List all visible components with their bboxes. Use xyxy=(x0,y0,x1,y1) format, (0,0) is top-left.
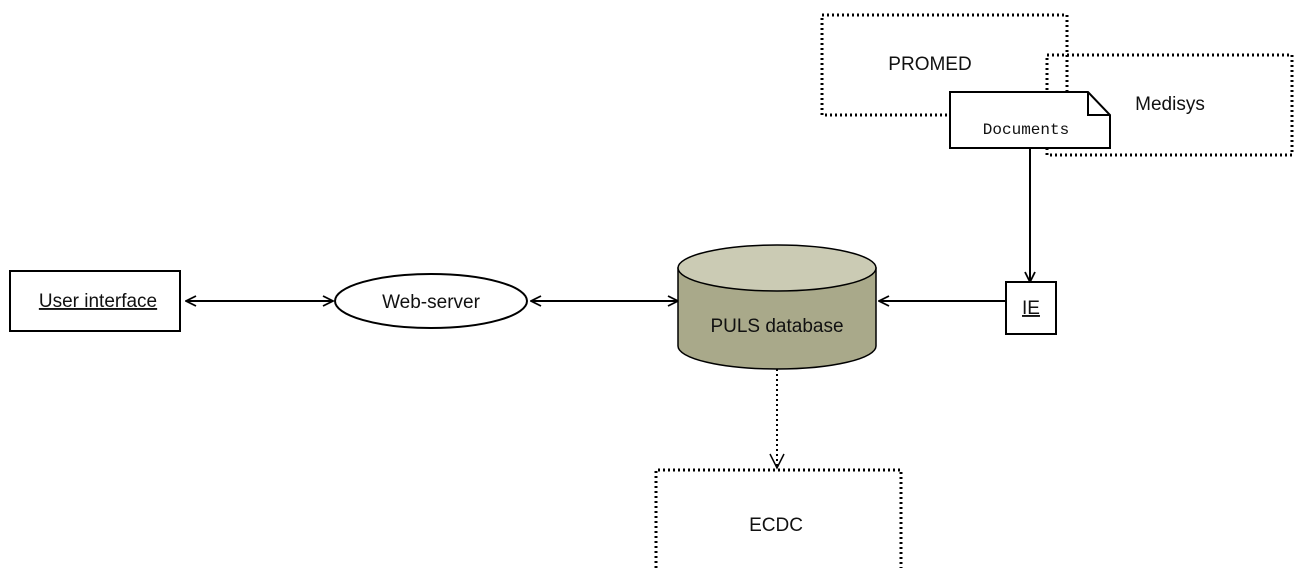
promed-node: PROMED xyxy=(820,13,1069,117)
web-server-node: Web-server xyxy=(334,273,528,329)
documents-node: Documents xyxy=(949,91,1111,149)
ecdc-label: ECDC xyxy=(749,515,803,536)
promed-label: PROMED xyxy=(888,54,971,75)
user-interface-node: User interface xyxy=(9,270,181,332)
medisys-label: Medisys xyxy=(1135,94,1205,115)
documents-label: Documents xyxy=(983,121,1069,139)
puls-database-node: PULS database xyxy=(677,244,877,370)
user-interface-label: User interface xyxy=(39,291,157,312)
ie-node: IE xyxy=(1005,281,1057,335)
puls-database-label: PULS database xyxy=(710,316,843,337)
ecdc-node: ECDC xyxy=(654,468,903,568)
ie-label: IE xyxy=(1022,298,1040,319)
web-server-label: Web-server xyxy=(382,292,481,313)
